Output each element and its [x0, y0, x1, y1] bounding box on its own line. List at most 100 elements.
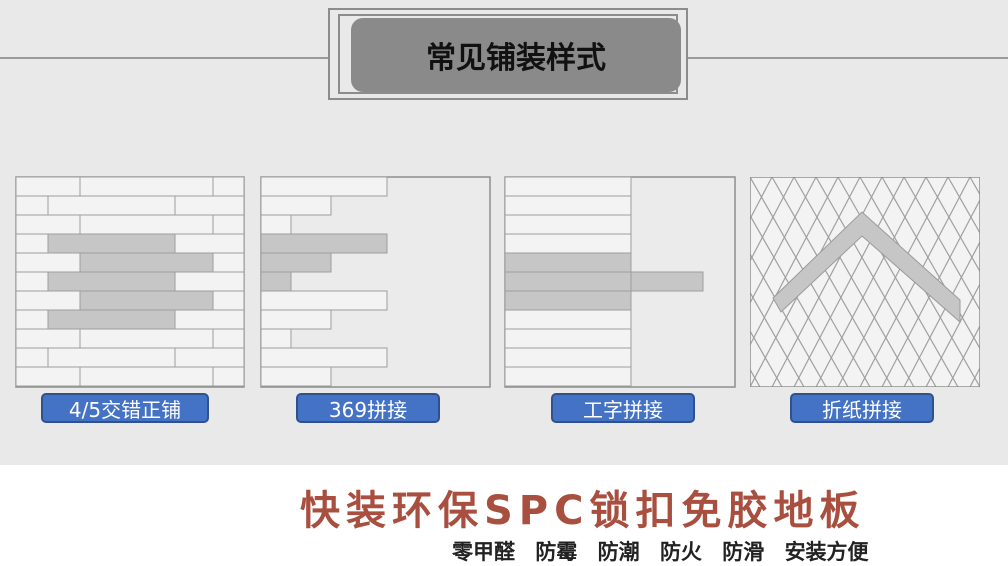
plank-seam [815, 177, 937, 387]
pattern-label-staggered: 4/5交错正铺 [41, 393, 209, 423]
plank [260, 214, 292, 235]
plank [260, 195, 332, 216]
page-title: 常见铺装样式 [351, 18, 681, 92]
plank-seam [793, 177, 915, 387]
plank [260, 252, 332, 273]
plank-seam [793, 177, 905, 387]
plank [79, 252, 214, 273]
plank [504, 309, 632, 330]
plank [15, 176, 81, 197]
header-rule-left [0, 57, 328, 59]
title-frame-outer [328, 8, 688, 100]
plank-seam [837, 177, 959, 387]
plank-seam [947, 177, 980, 235]
feature-item: 防火 [659, 540, 702, 564]
plank-seam [750, 177, 773, 221]
pattern-label-herringbone: 折纸拼接 [790, 393, 934, 423]
plank [15, 271, 49, 292]
plank-seam [925, 177, 980, 273]
plank [15, 195, 49, 216]
plank [79, 366, 214, 387]
highlighted-plank [772, 211, 961, 324]
plank [79, 290, 214, 311]
product-slogan: 快装环保SPC锁扣免胶地板 [300, 488, 866, 534]
plank [174, 309, 245, 330]
plank [504, 328, 632, 349]
plank [174, 271, 245, 292]
pattern-label-369: 369拼接 [296, 393, 440, 423]
plank [79, 176, 214, 197]
plank [47, 233, 176, 254]
369-plank-pattern-icon [260, 176, 491, 388]
plank-seam [750, 177, 795, 263]
plank [504, 214, 632, 235]
plank [15, 290, 81, 311]
plank [47, 195, 176, 216]
plank [504, 195, 632, 216]
herringbone-pattern-icon [750, 177, 1008, 387]
plank [212, 328, 245, 349]
plank [630, 271, 704, 292]
plank [504, 252, 632, 273]
feature-item: 防霉 [535, 540, 578, 564]
plank [47, 347, 176, 368]
plank-seam [992, 177, 1008, 387]
plank [504, 366, 632, 387]
plank [15, 233, 49, 254]
plank [47, 271, 176, 292]
staggered-plank-pattern-icon [15, 176, 245, 388]
plank-seam [815, 177, 927, 387]
plank [212, 366, 245, 387]
plank [15, 347, 49, 368]
plank-seam [992, 177, 1008, 387]
plank-seam [771, 177, 893, 387]
header-rule-right [688, 57, 1008, 59]
i-shape-plank-pattern-icon [504, 176, 736, 388]
plank [504, 176, 632, 197]
plank [260, 290, 388, 311]
plank [260, 271, 292, 292]
plank [174, 195, 245, 216]
plank-seam [771, 177, 883, 387]
plank-seam [881, 177, 980, 350]
plank [504, 290, 632, 311]
plank-seam [903, 177, 980, 312]
plank [504, 271, 632, 292]
plank [47, 309, 176, 330]
plank-seam [750, 291, 805, 387]
plank [79, 328, 214, 349]
plank [260, 176, 388, 197]
plank [504, 233, 632, 254]
pattern-label-i-shape: 工字拼接 [551, 393, 695, 423]
feature-item: 零甲醛 [452, 540, 515, 564]
plank [174, 347, 245, 368]
plank [15, 214, 81, 235]
plank-seam [925, 282, 980, 387]
plank [260, 347, 388, 368]
plank [212, 176, 245, 197]
plank [79, 214, 214, 235]
plank-seam [947, 324, 980, 387]
plank [260, 366, 332, 387]
plank [15, 309, 49, 330]
plank-seam [750, 214, 849, 387]
plank [212, 290, 245, 311]
plank [504, 347, 632, 368]
plank [260, 233, 388, 254]
feature-list: 零甲醛 防霉 防潮 防火 防滑 安装方便 [452, 536, 882, 566]
plank [212, 252, 245, 273]
plank [15, 328, 81, 349]
plank-seam [750, 177, 817, 305]
feature-item: 防滑 [722, 540, 765, 564]
plank-seam [903, 240, 980, 387]
plank-seam [750, 252, 827, 387]
feature-item: 安装方便 [784, 540, 869, 564]
plank [212, 214, 245, 235]
plank-seam [750, 329, 783, 387]
plank [260, 309, 332, 330]
plank-seam [750, 177, 839, 347]
plank [260, 328, 292, 349]
plank [15, 366, 81, 387]
